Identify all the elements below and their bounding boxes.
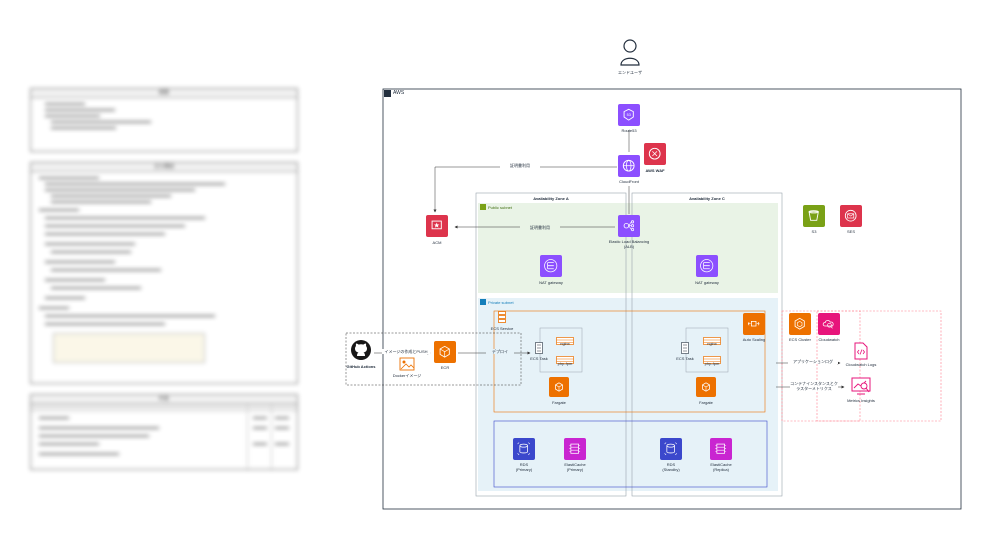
cicd-border	[345, 332, 522, 386]
aws-label: AWS	[393, 90, 405, 96]
public-subnet-icon	[480, 204, 486, 210]
elasticache-primary-icon	[564, 438, 586, 460]
s3-label: S3	[811, 229, 817, 234]
edge-cert-label-2: 証明書利用	[520, 225, 560, 230]
nat-gateway-a-icon	[540, 255, 562, 277]
cloudwatch-logs-label: Cloudwatch Logs	[845, 362, 877, 367]
nginx-c-label: nginx	[707, 341, 717, 346]
cloudfront-label: CloudFront	[619, 179, 639, 184]
ecs-cluster-border	[493, 310, 766, 413]
db-group-border	[493, 420, 768, 488]
metrics-insights-label: Metrics Insights	[847, 398, 875, 403]
fargate-a-label: Fargate	[552, 400, 566, 405]
rds-standby-icon	[660, 438, 682, 460]
nat-gateway-c-icon	[696, 255, 718, 277]
edge-push-label: イメージの作成とPUSH	[382, 349, 430, 354]
pricing-title: 料金	[31, 395, 297, 404]
nat-gateway-a-label: NAT gateway	[539, 280, 563, 285]
monitor-box-2	[816, 310, 942, 422]
nat-gateway-c-label: NAT gateway	[695, 280, 719, 285]
user-icon	[619, 38, 641, 66]
az-a-label: Availability Zone A	[533, 196, 569, 201]
cloudwatch-label: Cloudwatch	[818, 337, 840, 342]
structure-box: 主な構成	[30, 162, 298, 384]
pricing-box: 料金	[30, 394, 298, 470]
nginx-a-icon	[556, 332, 574, 345]
php-fpm-c-icon	[703, 351, 721, 364]
private-subnet-icon	[480, 299, 486, 305]
php-fpm-c-label: php-fpm	[704, 361, 720, 366]
az-c-border	[631, 192, 783, 497]
overview-title: 概要	[31, 89, 297, 98]
ecs-task-a-icon	[535, 341, 543, 354]
az-c-label: Availability Zone C	[689, 196, 725, 201]
ecs-task-c-icon	[681, 341, 689, 354]
elasticache-replica-label: ElastiCache (Replica)	[710, 462, 732, 472]
nginx-a-label: nginx	[560, 341, 570, 346]
ecs-service-label: ECS Service	[490, 326, 514, 331]
edge-cert-label-1: 証明書利用	[500, 163, 540, 168]
alb-label: Elastic Load Balancing (ALB)	[608, 239, 650, 249]
waf-label: AWS WAF	[645, 168, 665, 173]
az-a-border	[475, 192, 627, 497]
overview-box: 概要	[30, 88, 298, 152]
docker-image-label: Dockerイメージ	[392, 373, 422, 378]
ses-icon	[840, 205, 862, 227]
ecs-service-icon	[498, 311, 506, 324]
fargate-c-icon	[696, 377, 716, 397]
acm-label: ACM	[432, 240, 442, 245]
elasticache-replica-icon	[710, 438, 732, 460]
alb-icon	[618, 215, 640, 237]
docker-image-icon	[399, 357, 415, 371]
github-actions-label: GitHub Actions	[346, 364, 376, 369]
route53-icon: 53	[618, 104, 640, 126]
rds-primary-label: RDS (Primary)	[515, 462, 533, 472]
auto-scaling-icon	[743, 313, 765, 335]
ecs-cluster-icon	[789, 313, 811, 335]
fargate-c-label: Fargate	[699, 400, 713, 405]
ecs-task-c-label: ECS Task	[676, 356, 694, 361]
ecs-task-a-label: ECS Task	[530, 356, 548, 361]
edge-app-log-label: アプリケーションログ	[788, 359, 838, 364]
cloudwatch-icon	[818, 313, 840, 335]
rds-primary-icon	[513, 438, 535, 460]
ecr-icon	[434, 341, 456, 363]
private-subnet-label: Private subnet	[488, 300, 514, 305]
structure-title: 主な構成	[31, 163, 297, 172]
github-icon	[350, 339, 372, 361]
svg-text:53: 53	[627, 114, 631, 118]
elasticache-primary-label: ElastiCache (Primary)	[564, 462, 586, 472]
ecs-cluster-label: ECS Cluster	[788, 337, 811, 342]
acm-icon	[426, 215, 448, 237]
s3-icon	[803, 205, 825, 227]
php-fpm-a-label: php-fpm	[557, 361, 573, 366]
rds-standby-label: RDS (Standby)	[662, 462, 680, 472]
metrics-insights-icon	[850, 376, 872, 396]
php-fpm-a-icon	[556, 351, 574, 364]
ecr-label: ECR	[440, 365, 450, 370]
nginx-c-icon	[703, 332, 721, 345]
aws-logo-icon	[384, 90, 391, 97]
waf-icon	[644, 143, 666, 165]
aws-cloud-border	[382, 88, 962, 510]
cloudfront-icon	[618, 155, 640, 177]
public-subnet-label: Public subnet	[488, 205, 513, 210]
fargate-a-icon	[549, 377, 569, 397]
user-label: エンドユーザ	[618, 70, 642, 75]
edge-deploy-label: デプロイ	[486, 349, 514, 354]
ses-label: SES	[846, 229, 855, 234]
route53-label: Route53	[621, 128, 637, 133]
edge-metrics-label: コンテナインスタンスとクラスターメトリクス	[790, 381, 838, 391]
edge-cf-acm	[433, 166, 617, 213]
auto-scaling-label: Auto Scaling	[742, 337, 766, 342]
cloudwatch-logs-icon	[852, 342, 870, 360]
